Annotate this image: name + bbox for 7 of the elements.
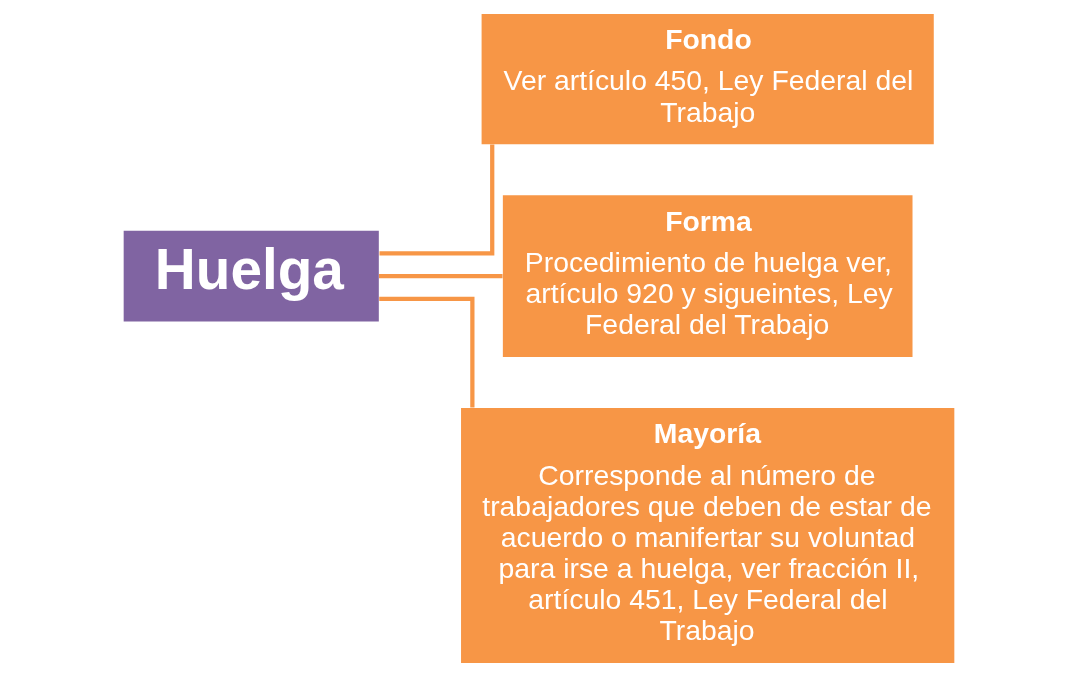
node-box: Forma Procedimiento de huelga ver, artículo 920 y sigueintes, Ley Federal del Trabajo bbox=[502, 195, 913, 357]
connector bbox=[379, 296, 475, 408]
node-box: Mayoría Corresponde al número de trabajadores que deben de estar de acuerdo o manifertar su voluntad para irse a huelga, ver fracción II, artículo 451, Ley Federal del Trabajo bbox=[461, 407, 955, 664]
node-box: Fondo Ver artículo 450, Ley Federal del Trabajo bbox=[481, 13, 934, 145]
connector bbox=[379, 274, 503, 279]
node-box: Huelga bbox=[123, 230, 379, 322]
connector bbox=[379, 144, 495, 256]
